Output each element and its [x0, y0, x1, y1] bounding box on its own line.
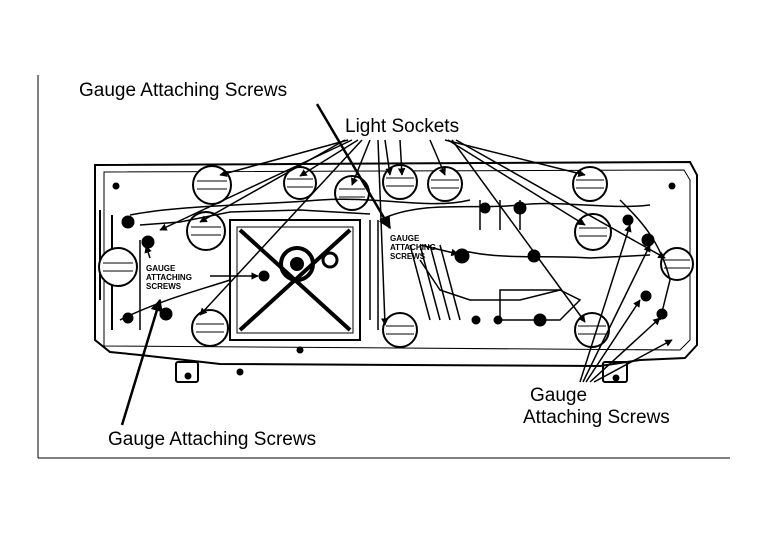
screw — [527, 249, 541, 263]
label-gauge-right-line1: Gauge — [530, 385, 588, 406]
speedometer-screw — [321, 251, 339, 269]
screw — [493, 315, 503, 325]
label-light-sockets: Light Sockets — [345, 116, 460, 137]
light-socket — [574, 213, 612, 251]
screw — [612, 374, 620, 382]
screw — [622, 214, 634, 226]
screw — [121, 215, 135, 229]
screw — [479, 202, 491, 214]
speedometer-shaft — [279, 246, 315, 282]
screw — [640, 290, 652, 302]
screw — [656, 308, 668, 320]
screw — [159, 307, 173, 321]
printed-circuit-traces — [119, 198, 671, 330]
screw — [513, 201, 527, 215]
inner-label-center-line: ATTACHING — [390, 243, 436, 252]
inner-label-left-line: ATTACHING — [146, 273, 192, 282]
light-socket — [334, 175, 370, 211]
light-socket — [660, 247, 694, 281]
screw — [112, 182, 120, 190]
screw — [296, 346, 304, 354]
screw — [258, 270, 270, 282]
screw — [184, 372, 192, 380]
screw — [236, 368, 244, 376]
light-socket — [186, 211, 226, 251]
label-gauge-attaching-screws-bottom: Gauge Attaching Screws — [108, 429, 317, 450]
screw — [533, 313, 547, 327]
light-socket — [382, 312, 418, 348]
light-sockets — [98, 164, 694, 348]
label-gauge-attaching-screws-top: Gauge Attaching Screws — [79, 80, 288, 101]
inner-label-left-line: GAUGE — [146, 264, 176, 273]
light-socket — [98, 247, 138, 287]
screw — [641, 233, 655, 247]
speedometer-shaft-hub — [290, 257, 304, 271]
screw — [454, 248, 470, 264]
socket-ridges — [103, 177, 690, 335]
label-gauge-right-line2: Attaching Screws — [523, 407, 670, 428]
gauge-attaching-screws — [112, 182, 676, 382]
inner-label-center-line: SCREWS — [390, 252, 426, 261]
screw — [471, 315, 481, 325]
light-socket — [283, 166, 317, 200]
inner-label-left: GAUGE ATTACHING SCREWS — [146, 264, 192, 291]
light-socket — [572, 166, 608, 202]
leader-lines — [120, 103, 673, 426]
inner-label-left-line: SCREWS — [146, 282, 182, 291]
light-socket — [427, 166, 463, 202]
screw — [122, 312, 134, 324]
inner-label-center: GAUGE ATTACHING SCREWS — [390, 234, 436, 261]
inner-label-center-line: GAUGE — [390, 234, 420, 243]
light-socket — [192, 165, 232, 205]
screw — [668, 182, 676, 190]
light-socket — [382, 164, 418, 200]
light-socket — [191, 309, 229, 347]
screw — [141, 235, 155, 249]
